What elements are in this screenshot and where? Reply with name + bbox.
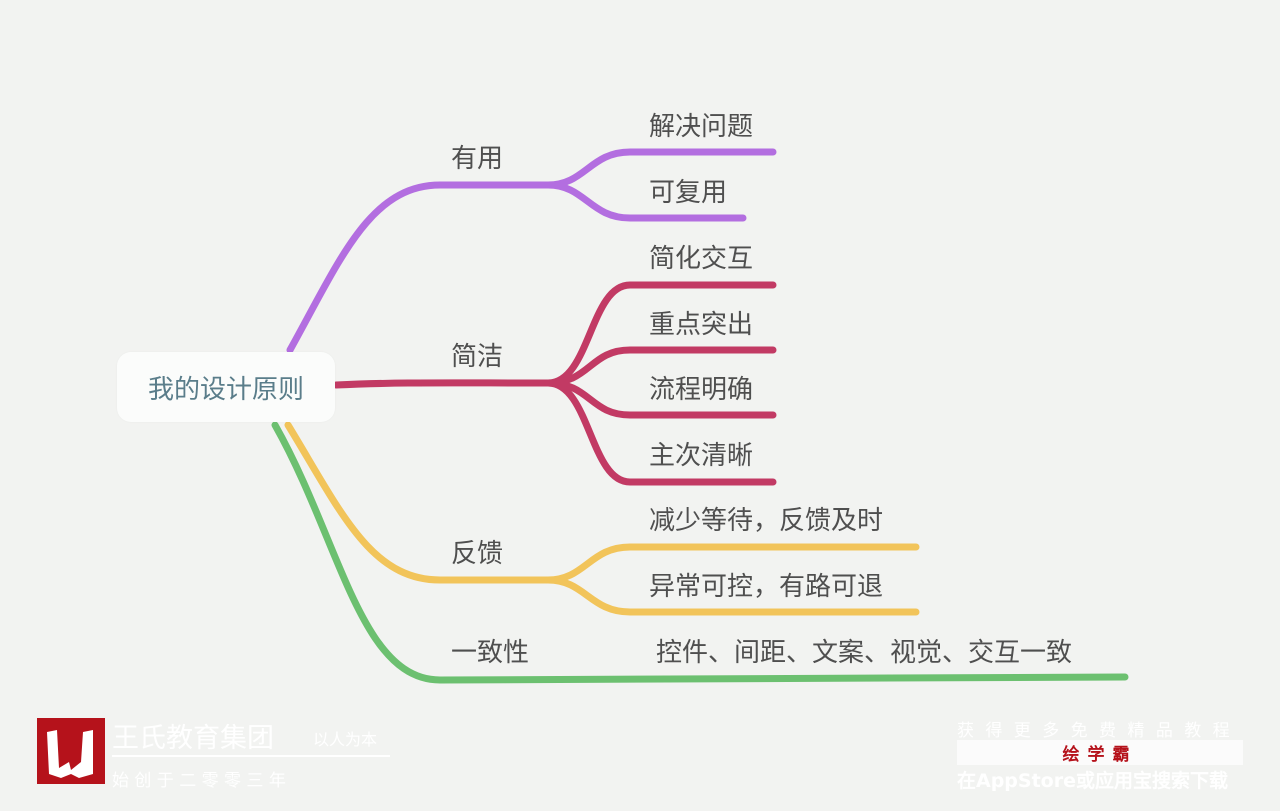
branch-line-consistency: [271, 421, 1129, 684]
topic-solve-problem[interactable]: 解决问题: [649, 112, 754, 142]
app-name-box: 绘学霸: [957, 740, 1243, 765]
topic-clear-hierarchy[interactable]: 主次清晰: [649, 441, 754, 471]
wangshi-logo: [37, 718, 105, 784]
watermark-title: 王氏教育集团: [112, 723, 274, 754]
app-name: 绘学霸: [1062, 745, 1138, 765]
w-logo-icon: [47, 730, 93, 778]
watermark-divider: [112, 755, 390, 757]
branch-feedback[interactable]: 反馈: [451, 539, 504, 569]
branch-useful[interactable]: 有用: [451, 144, 504, 174]
root-label: 我的设计原则: [147, 374, 304, 405]
topic-simplify-interaction[interactable]: 简化交互: [649, 244, 754, 274]
topic-reusable[interactable]: 可复用: [649, 178, 728, 208]
topic-controllable-errors[interactable]: 异常可控，有路可退: [649, 572, 884, 602]
branch-line-useful-2: [544, 181, 747, 222]
topic-consistency-detail[interactable]: 控件、间距、文案、视觉、交互一致: [656, 638, 1073, 668]
branch-line-simple: [332, 379, 552, 389]
branch-line-feedback-2: [544, 576, 920, 616]
branch-line-useful: [286, 181, 552, 354]
watermark-motto: 以人为本: [313, 730, 378, 749]
topic-less-waiting[interactable]: 减少等待，反馈及时: [649, 506, 884, 536]
topic-highlight-key[interactable]: 重点突出: [649, 310, 754, 340]
watermark-founded: 始 创 于 二 零 零 三 年: [112, 771, 286, 791]
branch-consistency[interactable]: 一致性: [451, 638, 530, 668]
topic-clear-flow[interactable]: 流程明确: [649, 375, 754, 405]
branch-line-simple-4: [544, 379, 777, 486]
branch-simple[interactable]: 简洁: [451, 342, 504, 372]
watermark-download: 在AppStore或应用宝搜索下载: [957, 770, 1228, 792]
branch-line-feedback: [284, 421, 552, 584]
watermark-promo: 获 得 更 多 免 费 精 品 教 程: [957, 721, 1233, 741]
root-node[interactable]: 我的设计原则: [117, 352, 335, 422]
